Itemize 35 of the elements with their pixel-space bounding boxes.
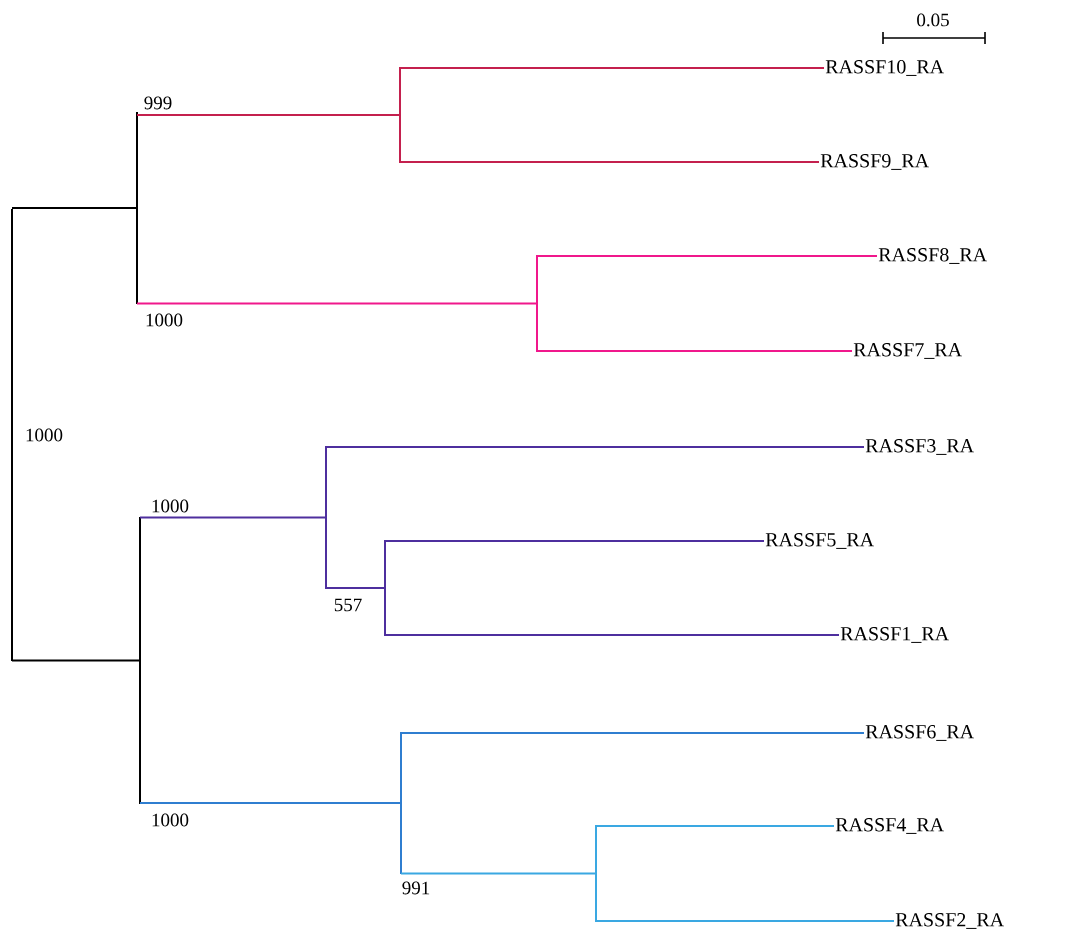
tree-branch: [536, 255, 878, 257]
leaf-label: RASSF10_RA: [825, 60, 944, 76]
scale-label: 0.05: [917, 13, 949, 27]
tree-branch: [325, 446, 865, 448]
tree-branch: [11, 207, 138, 209]
tree-branch: [536, 350, 853, 352]
tree-branch: [136, 114, 401, 116]
bootstrap-value: 1000: [152, 499, 189, 513]
tree-branch: [139, 802, 402, 804]
tree-branch: [11, 659, 141, 662]
leaf-label: RASSF3_RA: [865, 439, 974, 455]
tree-branch: [399, 161, 820, 163]
bootstrap-value: 557: [334, 598, 362, 612]
leaf-label: RASSF9_RA: [820, 154, 929, 170]
tree-branch: [595, 920, 895, 922]
tree-branch: [384, 540, 765, 542]
leaf-label: RASSF8_RA: [878, 248, 987, 264]
leaf-label: RASSF6_RA: [865, 725, 974, 741]
bootstrap-value: 991: [402, 881, 430, 895]
tree-branch: [400, 872, 597, 875]
leaf-label: RASSF5_RA: [765, 533, 874, 549]
tree-branch: [384, 634, 840, 636]
leaf-label: RASSF2_RA: [895, 913, 1004, 929]
leaf-label: RASSF7_RA: [853, 343, 962, 359]
tree-branch: [595, 825, 835, 827]
leaf-label: RASSF4_RA: [835, 818, 944, 834]
bootstrap-value: 1000: [152, 813, 189, 827]
tree-branch: [139, 516, 327, 519]
tree-branch: [136, 302, 538, 305]
bootstrap-value: 1000: [146, 313, 183, 327]
tree-branch: [399, 67, 825, 69]
bootstrap-value: 999: [144, 96, 172, 110]
leaf-label: RASSF1_RA: [840, 627, 949, 643]
tree-branch: [325, 587, 386, 589]
tree-branch: [400, 732, 865, 734]
